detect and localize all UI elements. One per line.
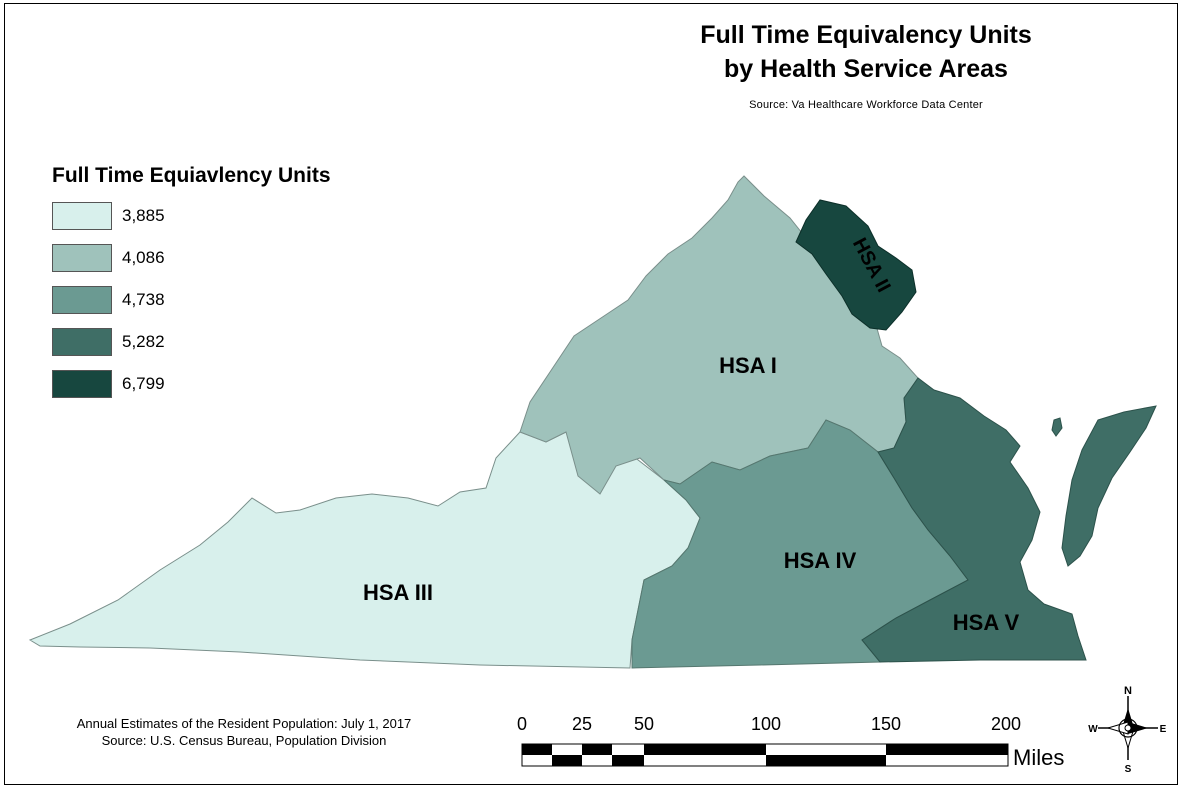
scale-tick-label: 25 [571, 714, 593, 734]
region-label-hsa-v: HSA V [953, 610, 1020, 635]
scale-bar-segment [582, 744, 612, 755]
compass-w: W [1088, 724, 1098, 735]
scale-bar-segment [522, 744, 552, 755]
scale-bar-segment [612, 755, 644, 766]
region-hsa-ii [795, 199, 917, 331]
scale-tick-label: 50 [633, 714, 655, 734]
scale-bar [521, 743, 1009, 767]
region-hsa-v-eastern-shore [1061, 405, 1157, 567]
legend-label: 4,738 [122, 290, 165, 309]
compass-rose-icon: N S E W [1088, 685, 1166, 775]
scale-bar-segment [766, 755, 886, 766]
footer-census-source: Source: U.S. Census Bureau, Population D… [101, 733, 387, 748]
legend-swatch [52, 244, 112, 272]
region-label-hsa-i: HSA I [719, 353, 777, 378]
footer-population-note: Annual Estimates of the Resident Populat… [76, 716, 412, 731]
map-source: Source: Va Healthcare Workforce Data Cen… [749, 99, 983, 111]
compass-n: N [1124, 685, 1132, 697]
legend-swatch [52, 328, 112, 356]
region-label-hsa-iii: HSA III [363, 580, 433, 605]
region-hsa-v-island [1051, 417, 1063, 437]
legend-swatch [52, 202, 112, 230]
compass-s: S [1125, 764, 1132, 775]
scale-bar-segment [886, 744, 1008, 755]
legend-swatch [52, 370, 112, 398]
scale-bar-segment [644, 744, 766, 755]
legend-label: 5,282 [122, 332, 165, 351]
legend-label: 6,799 [122, 374, 165, 393]
legend-swatch [52, 286, 112, 314]
scale-tick-label: 0 [516, 714, 528, 734]
map-title-line1: Full Time Equivalency Units [700, 21, 1032, 49]
scale-bar-segment [552, 755, 582, 766]
region-label-hsa-iv: HSA IV [784, 548, 857, 573]
scale-units: Miles [1013, 745, 1065, 770]
legend-label: 4,086 [122, 248, 165, 267]
legend-title: Full Time Equiavlency Units [52, 164, 331, 187]
scale-tick-label: 150 [870, 714, 902, 734]
map-frame [4, 3, 1178, 785]
region-hsa-v [861, 377, 1087, 663]
compass-e: E [1160, 724, 1167, 735]
map-title-line2: by Health Service Areas [724, 55, 1008, 83]
scale-tick-label: 100 [750, 714, 782, 734]
legend-label: 3,885 [122, 206, 165, 225]
scale-tick-label: 200 [990, 714, 1022, 734]
